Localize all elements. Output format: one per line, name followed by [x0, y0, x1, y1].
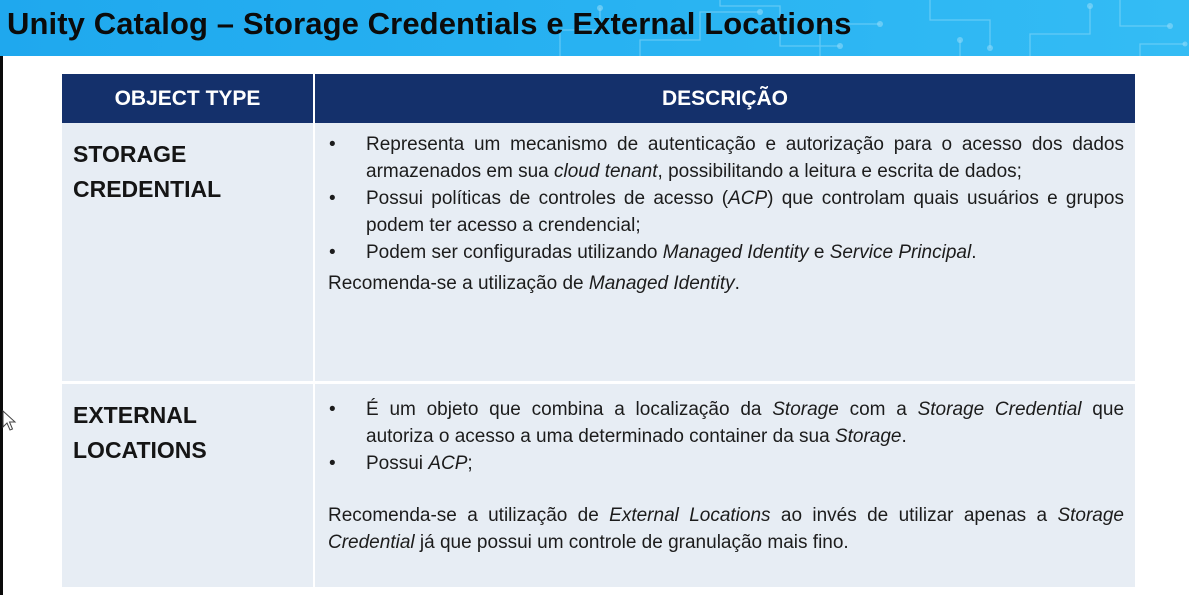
object-type-table: OBJECT TYPE DESCRIÇÃO STORAGE CREDENTIAL… — [62, 74, 1135, 587]
text-segment: Possui — [366, 453, 429, 474]
bullet-text: Representa um mecanismo de autenticação … — [366, 131, 1124, 185]
column-header-descricao: DESCRIÇÃO — [313, 74, 1135, 123]
text-segment: Podem ser configuradas utilizando — [366, 242, 663, 263]
description-cell: • É um objeto que combina a localização d… — [314, 382, 1135, 587]
column-header-object-type: OBJECT TYPE — [62, 74, 314, 123]
object-type-cell: STORAGE CREDENTIAL — [62, 123, 315, 384]
text-segment: , possibilitando a leitura e escrita de … — [657, 161, 1022, 182]
text-segment: já que possui um controle de granulação … — [414, 532, 849, 553]
bullet-icon: • — [329, 134, 336, 155]
bullet-text: É um objeto que combina a localização da… — [366, 396, 1124, 450]
title-bar: Unity Catalog – Storage Credentials e Ex… — [0, 0, 1189, 56]
text-segment: É um objeto que combina a localização da — [366, 399, 773, 420]
text-segment: com a — [838, 399, 918, 420]
object-type-name: EXTERNAL — [73, 402, 197, 428]
bullet-text: Possui ACP; — [366, 450, 1124, 477]
emphasized-text: Service Principal — [829, 242, 972, 263]
bullet-list: • Representa um mecanismo de autenticação… — [328, 131, 1124, 266]
object-type-name: LOCATIONS — [73, 437, 207, 463]
text-segment: e — [808, 242, 830, 263]
text-segment: ) que controlam quais usuários e grupos … — [366, 188, 1124, 236]
circuit-pattern-decoration — [559, 0, 1188, 56]
table-header-row: OBJECT TYPE DESCRIÇÃO — [62, 74, 1135, 123]
object-type-cell: EXTERNAL LOCATIONS — [62, 382, 315, 587]
text-segment: . — [971, 242, 977, 263]
bullet-item: • Possui políticas de controles de acesso… — [328, 185, 1124, 239]
bullet-item: • Possui ACP; — [328, 450, 1124, 477]
object-type-name: CREDENTIAL — [73, 176, 222, 202]
text-segment: . — [734, 273, 740, 294]
table-row-external-locations: EXTERNAL LOCATIONS • É um objeto que comb… — [62, 382, 1135, 587]
text-segment: ; — [467, 453, 473, 474]
bullet-icon: • — [329, 399, 336, 420]
text-segment: que autoriza o acesso a uma determinado … — [366, 399, 1125, 447]
table-row-storage-credential: STORAGE CREDENTIAL • Representa um mecani… — [62, 123, 1135, 384]
emphasized-text: Storage — [834, 426, 902, 447]
mouse-pointer-icon — [2, 410, 17, 431]
emphasized-text: Managed Identity — [588, 273, 735, 294]
recommendation-text: Recomenda-se a utilização de Managed Ide… — [328, 270, 1124, 297]
text-segment: . — [901, 426, 907, 447]
emphasized-text: cloud tenant — [554, 161, 658, 182]
emphasized-text: ACP — [428, 453, 468, 474]
text-segment: Possui políticas de controles de acesso … — [366, 188, 729, 209]
window-edge — [0, 56, 3, 595]
emphasized-text: Managed Identity — [662, 242, 809, 263]
bullet-list: • É um objeto que combina a localização d… — [328, 396, 1124, 477]
bullet-text: Possui políticas de controles de acesso … — [366, 185, 1124, 239]
emphasized-text: Storage — [772, 399, 839, 420]
bullet-icon: • — [329, 453, 336, 474]
bullet-text: Podem ser configuradas utilizando Manage… — [366, 239, 1124, 266]
text-segment: Recomenda-se a utilização de — [328, 273, 589, 294]
emphasized-text: Storage Credential — [328, 505, 1124, 553]
spacer — [328, 477, 1124, 502]
emphasized-text: External Locations — [609, 505, 771, 526]
page-title: Unity Catalog – Storage Credentials e Ex… — [7, 6, 852, 41]
emphasized-text: Storage Credential — [917, 399, 1082, 420]
bullet-icon: • — [329, 242, 336, 263]
bullet-item: • Representa um mecanismo de autenticação… — [328, 131, 1124, 185]
text-segment: Representa um mecanismo de autenticação … — [366, 134, 1124, 182]
text-segment: Recomenda-se a utilização de — [328, 505, 610, 526]
object-type-name: STORAGE — [73, 141, 187, 167]
bullet-icon: • — [329, 188, 336, 209]
bullet-item: • É um objeto que combina a localização d… — [328, 396, 1124, 450]
description-cell: • Representa um mecanismo de autenticação… — [314, 123, 1135, 384]
recommendation-text: Recomenda-se a utilização de External Lo… — [328, 502, 1124, 556]
bullet-item: • Podem ser configuradas utilizando Manag… — [328, 239, 1124, 266]
text-segment: ao invés de utilizar apenas a — [770, 505, 1058, 526]
emphasized-text: ACP — [728, 188, 768, 209]
